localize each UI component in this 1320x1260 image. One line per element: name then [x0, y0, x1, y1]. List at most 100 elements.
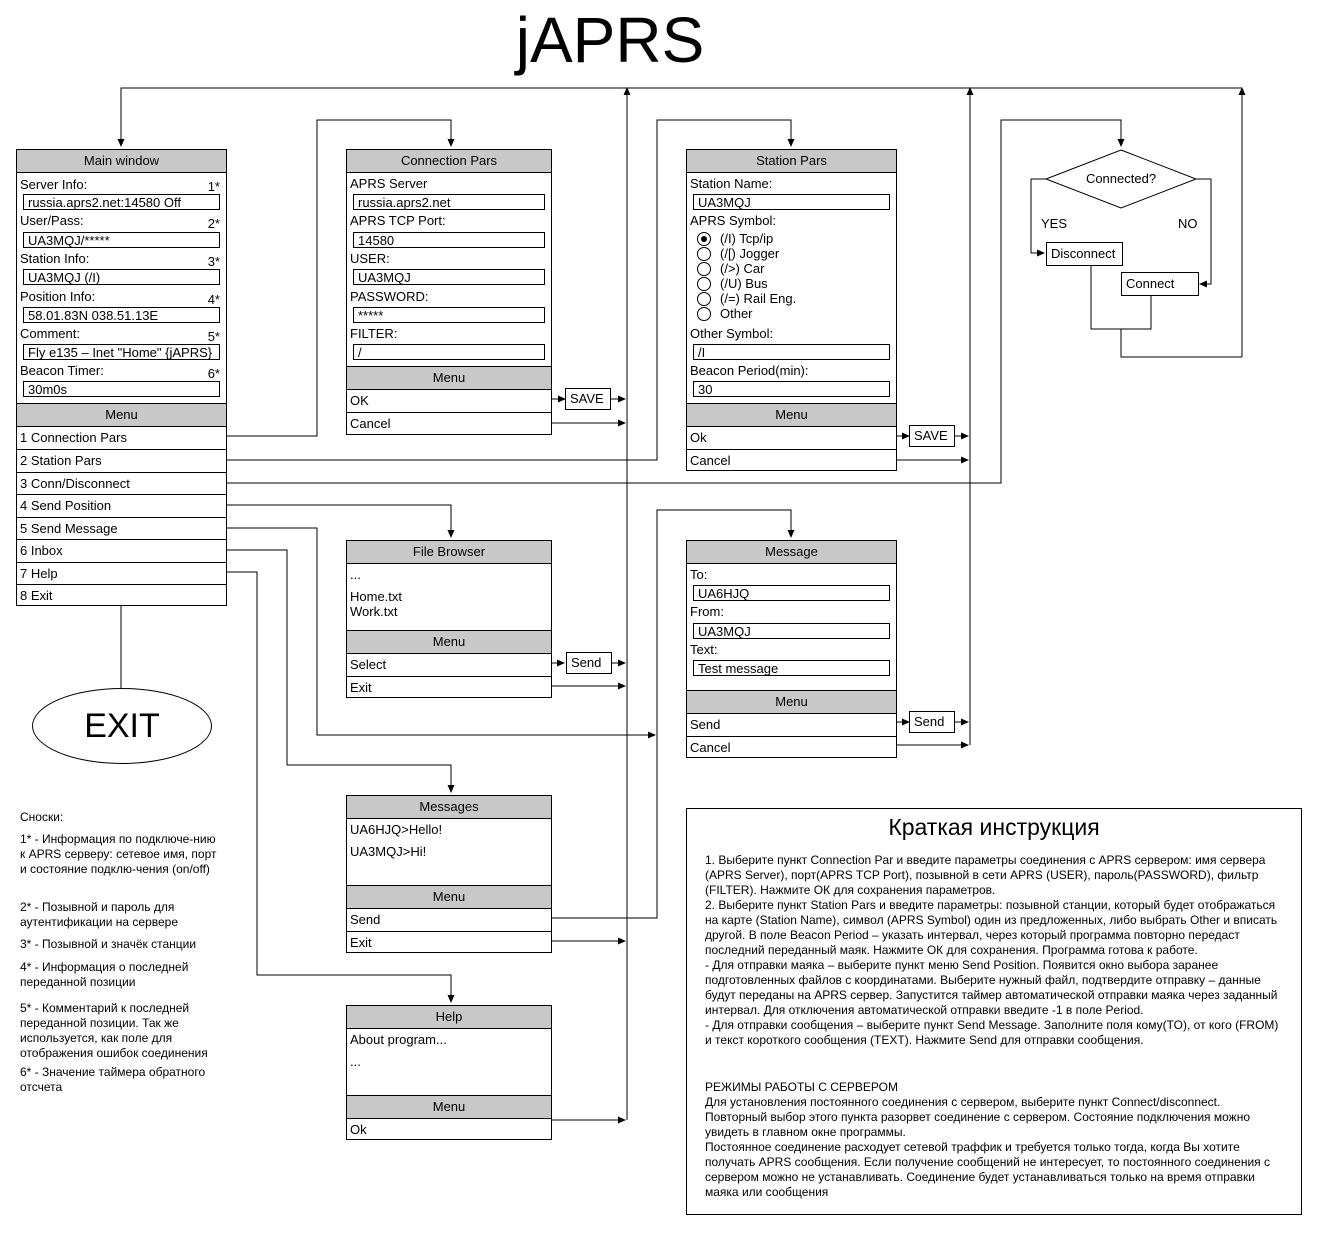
- connect-box: Connect: [1121, 272, 1199, 296]
- station-info-mark: 3*: [207, 254, 220, 269]
- other-symbol-field[interactable]: /I: [693, 344, 890, 360]
- aprs-server-field[interactable]: russia.aprs2.net: [353, 194, 545, 210]
- page-title: jAPRS: [515, 4, 705, 76]
- connection-save-button[interactable]: SAVE: [565, 388, 611, 410]
- instructions-modes: РЕЖИМЫ РАБОТЫ С СЕРВЕРОМ Для установлени…: [705, 1080, 1270, 1199]
- disconnect-box: Disconnect: [1046, 242, 1123, 266]
- station-pars-ok[interactable]: Ok: [687, 426, 896, 448]
- menu-item-conn-disconnect[interactable]: 3 Conn/Disconnect: [17, 472, 226, 494]
- footnote-1: 1* - Информация по подключе-нию к APRS с…: [20, 832, 217, 876]
- help-menu-title: Menu: [347, 1095, 551, 1119]
- main-window: Main window Server Info: 1* russia.aprs2…: [16, 149, 227, 606]
- help-item-about[interactable]: About program...: [350, 1032, 447, 1047]
- menu-item-exit[interactable]: 8 Exit: [17, 584, 226, 606]
- station-save-button[interactable]: SAVE: [909, 425, 955, 447]
- footnote-3: 3* - Позывной и значёк станции: [20, 937, 197, 951]
- menu-item-inbox[interactable]: 6 Inbox: [17, 539, 226, 561]
- help-item-more[interactable]: ...: [350, 1054, 361, 1069]
- footnotes-heading: Сноски:: [20, 810, 64, 824]
- file-item-home[interactable]: Home.txt: [350, 589, 403, 604]
- menu-item-station-pars[interactable]: 2 Station Pars: [17, 449, 226, 471]
- messages-exit[interactable]: Exit: [347, 931, 551, 953]
- radio-other-label: Other: [720, 306, 753, 321]
- position-info-field[interactable]: 58.01.83N 038.51.13E: [23, 307, 220, 323]
- connection-pars-menu-title: Menu: [347, 366, 551, 390]
- beacon-timer-label: Beacon Timer:: [20, 363, 104, 378]
- user-label: USER:: [350, 251, 390, 266]
- station-pars-menu-title: Menu: [687, 403, 896, 427]
- message-window: Message To: UA6HJQ From: UA3MQJ Text: Te…: [686, 540, 897, 758]
- file-browser-exit[interactable]: Exit: [347, 676, 551, 698]
- menu-item-send-message[interactable]: 5 Send Message: [17, 517, 226, 539]
- menu-item-help[interactable]: 7 Help: [17, 562, 226, 584]
- file-browser-title: File Browser: [347, 541, 551, 564]
- messages-send[interactable]: Send: [347, 908, 551, 930]
- user-pass-field[interactable]: UA3MQJ/*****: [23, 232, 220, 248]
- other-symbol-label: Other Symbol:: [690, 326, 774, 341]
- text-field[interactable]: Test message: [693, 660, 890, 676]
- beacon-period-field[interactable]: 30: [693, 381, 890, 397]
- to-field[interactable]: UA6HJQ: [693, 585, 890, 601]
- messages-window: Messages UA6HJQ>Hello! UA3MQJ>Hi! Menu S…: [346, 795, 552, 953]
- to-label: To:: [690, 567, 708, 582]
- radio-car[interactable]: [697, 262, 711, 276]
- help-window: Help About program... ... Menu Ok: [346, 1005, 552, 1140]
- exit-label: EXIT: [84, 707, 160, 745]
- file-browser-select[interactable]: Select: [347, 653, 551, 675]
- help-title: Help: [347, 1006, 551, 1029]
- aprs-server-label: APRS Server: [350, 176, 428, 191]
- footnote-6: 6* - Значение таймера обратного отсчета: [20, 1065, 206, 1094]
- from-field[interactable]: UA3MQJ: [693, 623, 890, 639]
- station-info-label: Station Info:: [20, 251, 90, 266]
- radio-jogger-label: (/[) Jogger: [720, 246, 780, 261]
- radio-bus[interactable]: [697, 277, 711, 291]
- file-item-up[interactable]: ...: [350, 567, 361, 582]
- footnote-2: 2* - Позывной и пароль для аутентификаци…: [20, 900, 179, 929]
- station-pars-window: Station Pars Station Name: UA3MQJ APRS S…: [686, 149, 897, 471]
- comment-mark: 5*: [207, 329, 220, 344]
- message-item[interactable]: UA3MQJ>Hi!: [350, 844, 427, 859]
- file-send-button[interactable]: Send: [566, 652, 612, 674]
- radio-tcp-ip[interactable]: [697, 232, 711, 246]
- instructions-title: Краткая инструкция: [888, 814, 1100, 840]
- menu-item-connection-pars[interactable]: 1 Connection Pars: [17, 426, 226, 448]
- connection-pars-title: Connection Pars: [347, 150, 551, 173]
- message-send[interactable]: Send: [687, 713, 896, 735]
- server-info-field[interactable]: russia.aprs2.net:14580 Off: [23, 194, 220, 210]
- user-pass-label: User/Pass:: [20, 213, 84, 228]
- radio-jogger[interactable]: [697, 247, 711, 261]
- server-info-mark: 1*: [207, 179, 220, 194]
- station-name-label: Station Name:: [690, 176, 773, 191]
- station-name-field[interactable]: UA3MQJ: [693, 194, 890, 210]
- password-field[interactable]: *****: [353, 307, 545, 323]
- aprs-port-label: APRS TCP Port:: [350, 213, 446, 228]
- connection-pars-cancel[interactable]: Cancel: [347, 412, 551, 434]
- password-label: PASSWORD:: [350, 289, 429, 304]
- file-item-work[interactable]: Work.txt: [350, 604, 398, 619]
- message-send-button[interactable]: Send: [909, 711, 955, 733]
- aprs-port-field[interactable]: 14580: [353, 232, 545, 248]
- message-item[interactable]: UA6HJQ>Hello!: [350, 822, 443, 837]
- radio-other[interactable]: [697, 307, 711, 321]
- file-browser-window: File Browser ... Home.txt Work.txt Menu …: [346, 540, 552, 698]
- footnote-4: 4* - Информация о последней переданной п…: [20, 960, 189, 989]
- station-info-field[interactable]: UA3MQJ (/I): [23, 269, 220, 285]
- menu-item-send-position[interactable]: 4 Send Position: [17, 494, 226, 516]
- radio-rail-eng[interactable]: [697, 292, 711, 306]
- connection-pars-ok[interactable]: OK: [347, 389, 551, 411]
- comment-label: Comment:: [20, 326, 80, 341]
- no-label: NO: [1178, 216, 1198, 231]
- filter-field[interactable]: /: [353, 344, 545, 360]
- help-ok[interactable]: Ok: [347, 1118, 551, 1140]
- message-cancel[interactable]: Cancel: [687, 736, 896, 758]
- position-info-mark: 4*: [207, 292, 220, 307]
- beacon-timer-field[interactable]: 30m0s: [23, 381, 220, 397]
- beacon-timer-mark: 6*: [207, 366, 220, 381]
- user-field[interactable]: UA3MQJ: [353, 269, 545, 285]
- instructions-panel: Краткая инструкция 1. Выберите пункт Con…: [686, 808, 1302, 1215]
- station-pars-cancel[interactable]: Cancel: [687, 449, 896, 471]
- yes-label: YES: [1041, 216, 1068, 231]
- server-info-label: Server Info:: [20, 177, 88, 192]
- comment-field[interactable]: Fly e135 – Inet "Home" {jAPRS}: [23, 344, 220, 360]
